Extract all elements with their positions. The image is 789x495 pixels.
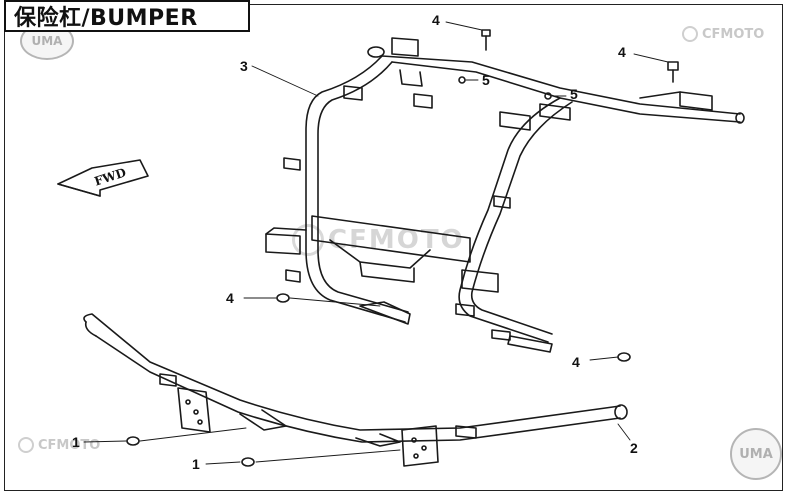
callout-1-upper: 1 [72, 434, 80, 450]
fwd-arrow-icon [57, 159, 149, 197]
callout-2: 2 [630, 440, 638, 456]
uma-watermark-text: UMA [31, 34, 63, 48]
callout-1-lower: 1 [192, 456, 200, 472]
callout-leader-lines [83, 21, 669, 465]
callout-5-upper: 5 [482, 72, 490, 88]
bolt-fasteners [126, 29, 679, 467]
uma-watermark-text: UMA [739, 446, 773, 462]
cfmoto-watermark: CFMOTO [682, 26, 764, 42]
diagram-title: 保险杠/BUMPER [14, 6, 198, 31]
cfmoto-logo-icon [18, 437, 34, 453]
diagram-frame [4, 4, 783, 491]
bumper-frame-part-3 [265, 37, 745, 353]
cfmoto-watermark-text: CFMOTO [38, 437, 101, 453]
callout-4-right: 4 [572, 354, 580, 370]
bumper-bar-part-2 [83, 313, 628, 467]
callout-5-lower: 5 [570, 86, 578, 102]
cfmoto-logo-icon [682, 26, 698, 42]
cfmoto-logo-icon [292, 224, 324, 256]
uma-watermark-badge-bottom: UMA [730, 428, 782, 480]
diagram-title-box: 保险杠/BUMPER [4, 0, 250, 32]
cfmoto-watermark-text: CFMOTO [328, 225, 465, 255]
cfmoto-watermark-text: CFMOTO [702, 26, 765, 42]
callout-4-top: 4 [432, 12, 440, 28]
cfmoto-watermark-bottom: CFMOTO [18, 437, 100, 453]
callout-4-top-right: 4 [618, 44, 626, 60]
callout-4-left: 4 [226, 290, 234, 306]
cfmoto-watermark-center: CFMOTO [292, 224, 465, 256]
callout-3: 3 [240, 58, 248, 74]
